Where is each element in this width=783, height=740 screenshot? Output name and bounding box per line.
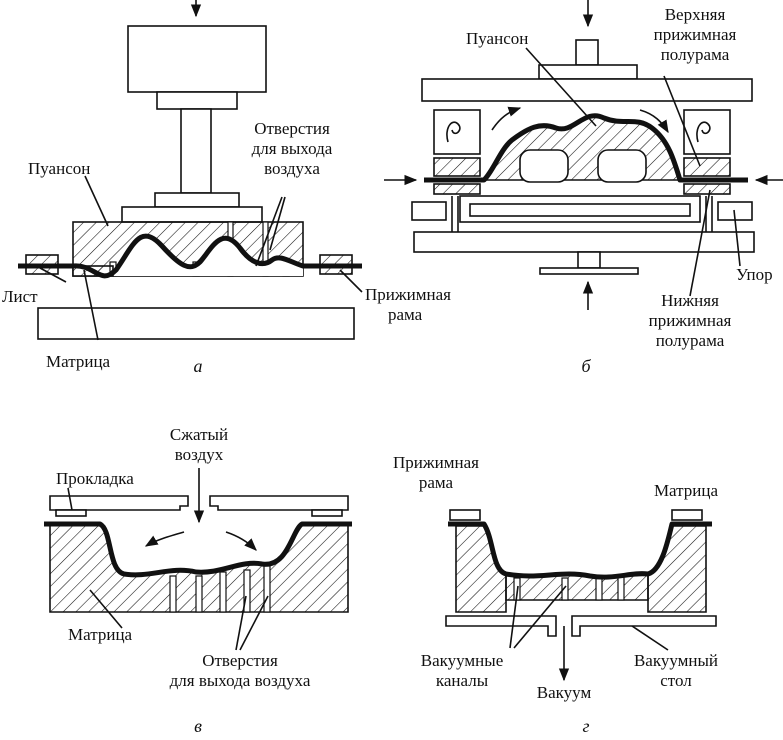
label-upper-2: прижимная: [654, 25, 737, 44]
clamp-left-g: [449, 509, 481, 521]
clamp-left: [25, 254, 59, 275]
label-lower-3: полурама: [656, 331, 725, 350]
top-plate: [538, 64, 638, 80]
clamp-right: [319, 254, 353, 275]
label-air-2: воздух: [175, 445, 224, 464]
label-holes-a-2: для выхода: [252, 139, 333, 158]
label-clamp-a-2: рама: [388, 305, 423, 324]
caption-g: г: [582, 716, 589, 736]
label-holes-a-3: воздуха: [264, 159, 320, 178]
label-punch-b: Пуансон: [466, 29, 528, 48]
sheet-v: [44, 521, 352, 578]
label-holes-v-1: Отверстия: [202, 651, 278, 670]
label-die-v: Матрица: [68, 625, 133, 644]
sheet-a: [18, 233, 362, 279]
punch-plate: [121, 206, 263, 223]
label-clamp-g-1: Прижимная: [393, 453, 479, 472]
caption-v: в: [194, 716, 202, 736]
sheet-b: [424, 113, 748, 183]
label-stop: Упор: [736, 265, 773, 284]
panel-a: Пуансон Отверстия для выхода воздуха Лис…: [2, 0, 451, 376]
lower-beam: [413, 231, 755, 253]
lower-clamp-left: [433, 183, 481, 195]
label-clamp-g-2: рама: [419, 473, 454, 492]
label-punch-a: Пуансон: [28, 159, 90, 178]
spring-left: [433, 109, 481, 155]
press-head: [127, 25, 267, 93]
label-gasket: Прокладка: [56, 469, 134, 488]
panel-b: Пуансон Верхняя прижимная полурама Упор …: [384, 0, 783, 376]
sheet-g: [448, 521, 712, 580]
panel-v: Сжатый воздух Прокладка Матрица Отверсти…: [44, 425, 352, 736]
label-vacuum: Вакуум: [537, 683, 592, 702]
caption-b: б: [581, 356, 591, 376]
label-clamp-a-1: Прижимная: [365, 285, 451, 304]
label-upper-3: полурама: [661, 45, 730, 64]
label-table-1: Вакуумный: [634, 651, 718, 670]
caption-a: а: [194, 356, 203, 376]
label-channels-2: каналы: [436, 671, 489, 690]
ram-rod: [180, 108, 212, 194]
label-table-2: стол: [660, 671, 692, 690]
panel-g: Прижимная рама Матрица Вакуумные каналы …: [393, 453, 718, 736]
press-base: [37, 307, 355, 340]
stop-left: [411, 201, 447, 221]
label-channels-1: Вакуумные: [421, 651, 504, 670]
label-die-g: Матрица: [654, 481, 719, 500]
gasket-left: [55, 509, 87, 517]
cover-left: [49, 495, 189, 511]
vac-table-left: [445, 615, 557, 637]
label-air-1: Сжатый: [170, 425, 228, 444]
ram-flange: [156, 91, 238, 110]
spring-right: [683, 109, 731, 155]
label-holes-v-2: для выхода воздуха: [170, 671, 311, 690]
label-lower-2: прижимная: [649, 311, 732, 330]
vac-table-right: [571, 615, 717, 637]
upper-beam: [421, 78, 753, 102]
label-lower-1: Нижняя: [661, 291, 719, 310]
ram-plate: [154, 192, 240, 208]
upper-clamp-left: [433, 157, 481, 177]
clamp-right-g: [671, 509, 703, 521]
label-die-a: Матрица: [46, 352, 111, 371]
die-part: [72, 265, 114, 277]
rod-top: [575, 39, 599, 66]
gasket-right: [311, 509, 343, 517]
label-upper-1: Верхняя: [665, 5, 726, 24]
cover-right: [209, 495, 349, 511]
label-holes-a-1: Отверстия: [254, 119, 330, 138]
upper-clamp-right: [683, 157, 731, 177]
label-sheet-a: Лист: [2, 287, 38, 306]
lower-clamp-right: [683, 183, 731, 195]
